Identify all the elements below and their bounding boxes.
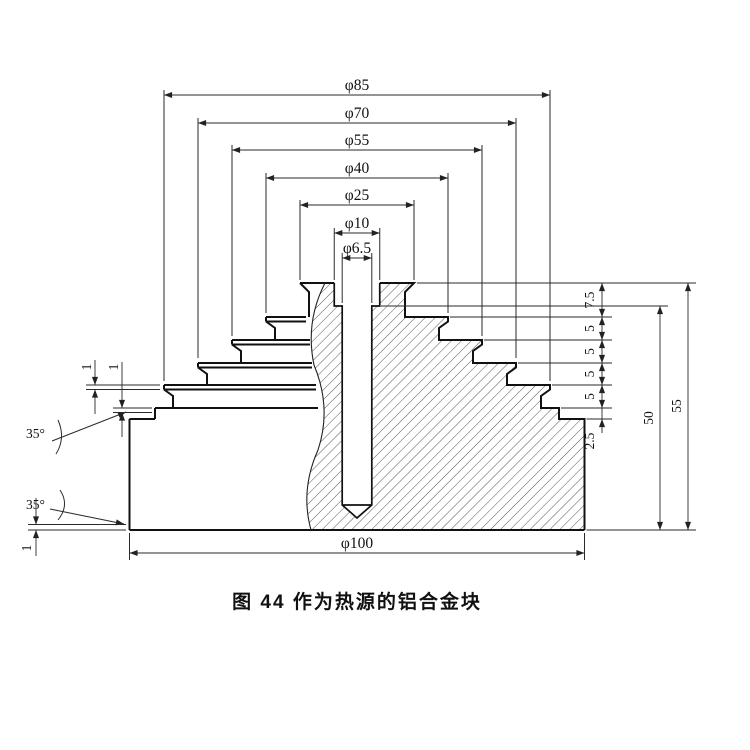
dim-phi10	[333, 228, 381, 280]
dim-fin-thickness-b	[113, 362, 152, 437]
dim-label-phi55: φ55	[345, 132, 370, 149]
body-outline-right	[129, 282, 586, 531]
dim-phi40	[265, 173, 449, 313]
dim-height-50	[381, 305, 696, 531]
angle-label-bottom: 35°	[26, 497, 45, 512]
dim-label-5d: 5	[582, 393, 597, 400]
dim-label-phi6-5: φ6.5	[343, 240, 372, 257]
dim-label-phi25: φ25	[345, 187, 370, 204]
dim-phi70	[197, 118, 517, 358]
dim-label-55: 55	[669, 399, 684, 413]
angle-arc	[55, 419, 62, 455]
dim-label-1b: 1	[106, 364, 121, 371]
figure-caption: 图 44 作为热源的铝合金块	[232, 590, 482, 613]
dim-label-5a: 5	[582, 325, 597, 332]
body-outline-left-fins	[128, 282, 318, 530]
angle-callout-bottom	[49, 489, 125, 526]
angle-callout-top	[51, 411, 127, 455]
angle-label-top: 35°	[26, 426, 45, 441]
angle-arc	[57, 489, 65, 521]
dim-label-2-5: 2.5	[582, 432, 597, 449]
dim-phi100	[129, 533, 585, 560]
leader-line	[51, 411, 127, 442]
dim-label-7-5: 7.5	[582, 291, 597, 308]
section-hatch-area	[306, 283, 585, 530]
dim-label-phi100: φ100	[341, 535, 373, 552]
dim-label-1c: 1	[19, 545, 34, 552]
dim-label-5b: 5	[582, 348, 597, 355]
dim-label-5c: 5	[582, 370, 597, 377]
dim-label-phi10: φ10	[345, 215, 370, 232]
dim-label-phi40: φ40	[345, 160, 370, 177]
dim-label-50: 50	[641, 411, 656, 425]
dim-phi55	[231, 145, 483, 336]
dim-fin-thickness-a	[86, 360, 160, 414]
dim-phi85	[163, 90, 551, 381]
dim-chamfer-bottom	[28, 498, 126, 556]
dim-phi25	[299, 200, 415, 280]
dim-label-phi85: φ85	[345, 77, 370, 94]
dim-label-phi70: φ70	[345, 105, 370, 122]
dim-label-1a: 1	[79, 364, 94, 371]
dim-right-steps	[417, 282, 696, 433]
leader-line	[49, 508, 125, 526]
center-hole-outline	[333, 283, 381, 520]
dim-phi6-5	[341, 253, 373, 303]
break-line	[306, 282, 326, 531]
